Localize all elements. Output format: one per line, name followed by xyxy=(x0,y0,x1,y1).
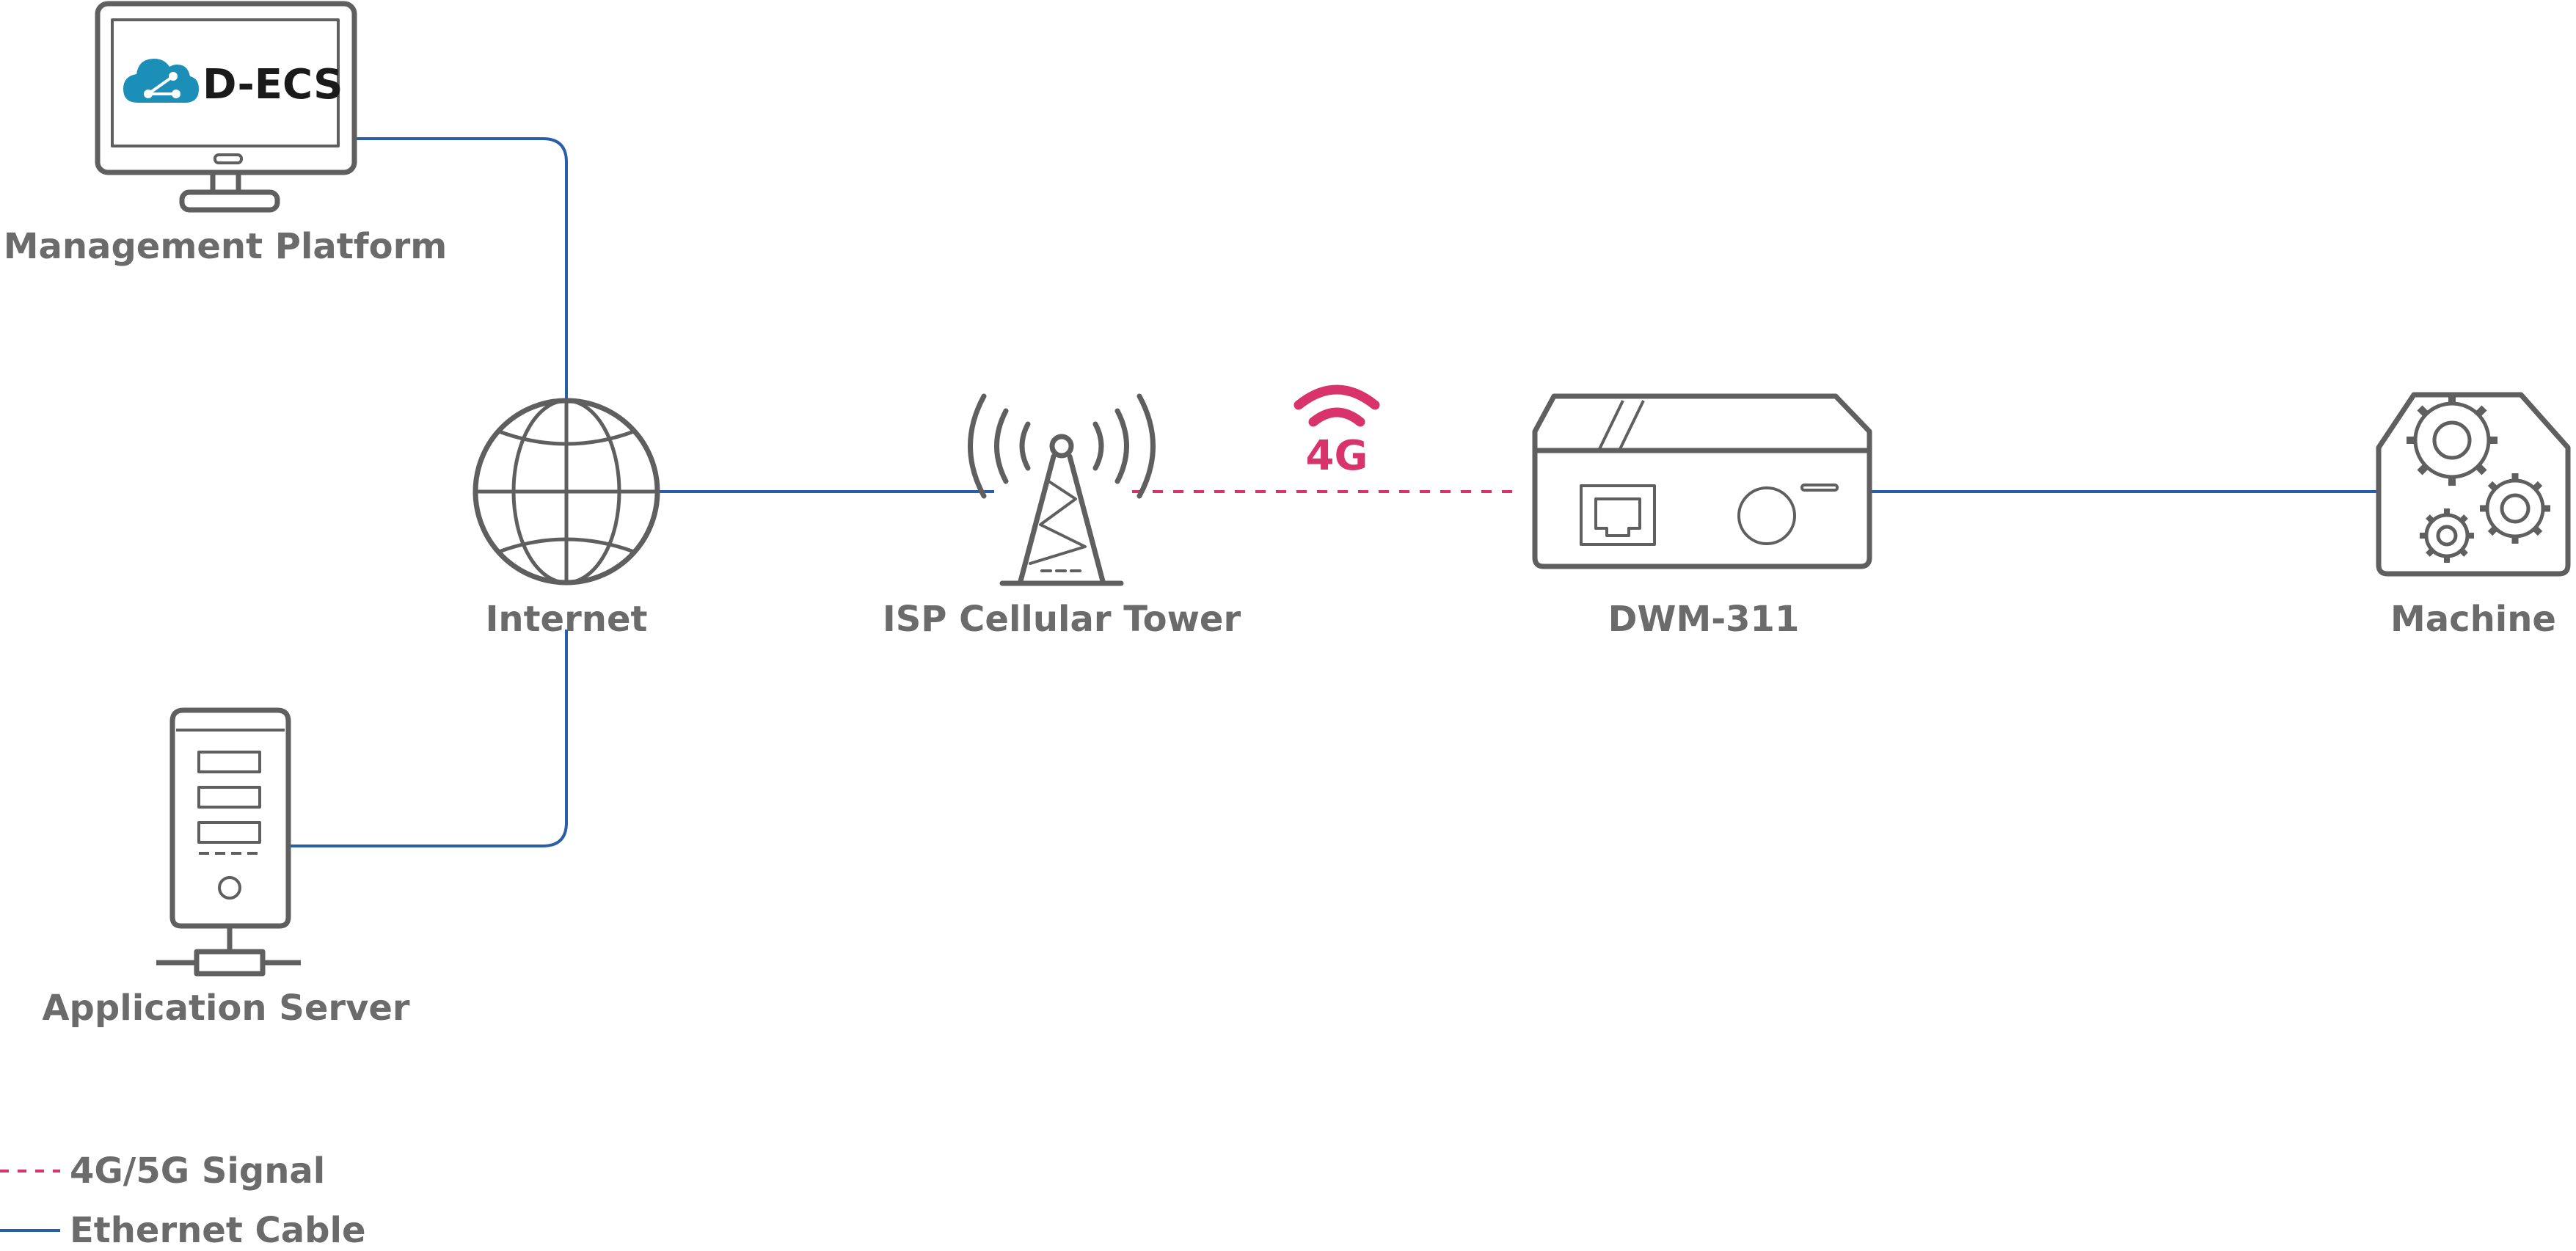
antenna-port-icon xyxy=(1737,486,1796,545)
cell-tower-icon xyxy=(968,393,1156,586)
ethernet-port-icon xyxy=(1580,484,1656,546)
router-box-icon xyxy=(1532,393,1872,569)
wifi-arc-icon xyxy=(1294,384,1380,427)
d-ecs-logo-text: D-ECS xyxy=(202,61,343,109)
connections xyxy=(290,137,2379,847)
signal-badge: 4G xyxy=(1294,384,1380,480)
link-management-to-internet xyxy=(357,137,568,402)
globe-icon xyxy=(472,398,660,586)
label-machine: Machine xyxy=(2390,599,2556,640)
monitor-icon xyxy=(95,1,357,213)
cloud-share-icon xyxy=(123,59,199,103)
server-icon xyxy=(156,707,301,977)
label-management-platform: Management Platform xyxy=(3,226,448,267)
legend-ethernet-label: Ethernet Cable xyxy=(70,1210,366,1251)
signal-badge-text: 4G xyxy=(1306,432,1368,480)
label-application-server: Application Server xyxy=(42,988,410,1029)
legend-swatches xyxy=(0,1170,60,1232)
led-indicator xyxy=(1800,484,1839,492)
label-dwm-311: DWM-311 xyxy=(1608,599,1800,640)
label-internet: Internet xyxy=(485,599,648,640)
d-ecs-logo: D-ECS xyxy=(123,59,343,109)
link-server-to-internet xyxy=(290,630,568,847)
label-isp-cellular-tower: ISP Cellular Tower xyxy=(882,599,1241,640)
legend-signal-label: 4G/5G Signal xyxy=(70,1150,326,1192)
gears-machine-icon xyxy=(2376,392,2571,577)
